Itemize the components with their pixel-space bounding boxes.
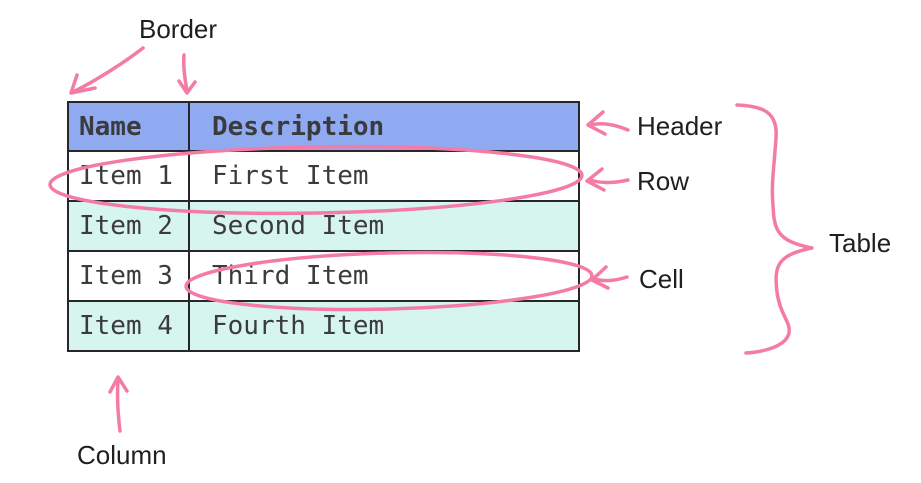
header-label: Header [637,111,723,141]
cell-description: Fourth Item [188,300,580,352]
border-arrow-down [182,53,189,92]
demo-table: Name Description Item 1 First Item Item … [67,101,580,352]
table-brace [735,103,814,355]
column-arrowhead [108,375,129,394]
cell-name: Item 2 [67,200,190,252]
table-row: Item 3 Third Item [67,250,580,302]
row-label: Row [637,166,690,196]
table-label: Table [829,228,892,258]
header-cell-name: Name [67,101,190,152]
cell-label: Cell [639,264,684,294]
table-row: Item 1 First Item [67,150,580,202]
cell-name: Item 4 [67,300,190,352]
header-cell-description: Description [188,101,580,152]
cell-description: Third Item [188,250,580,302]
row-arrow [588,178,630,185]
border-arrowhead-diagonal [69,73,97,95]
cell-description: Second Item [188,200,580,252]
column-arrow [115,378,122,433]
table-header-row: Name Description [67,101,580,152]
cell-arrow [592,275,629,283]
cell-arrowhead [590,265,610,290]
table-row: Item 2 Second Item [67,200,580,252]
border-arrow-diagonal [73,46,145,93]
border-label: Border [139,14,218,44]
cell-name: Item 1 [67,150,190,202]
cell-description: First Item [188,150,580,202]
header-arrow [589,122,630,132]
column-label: Column [77,440,167,470]
table-row: Item 4 Fourth Item [67,300,580,352]
border-arrowhead-down [177,79,197,95]
row-arrowhead [585,167,606,192]
header-arrowhead [586,110,607,136]
cell-name: Item 3 [67,250,190,302]
